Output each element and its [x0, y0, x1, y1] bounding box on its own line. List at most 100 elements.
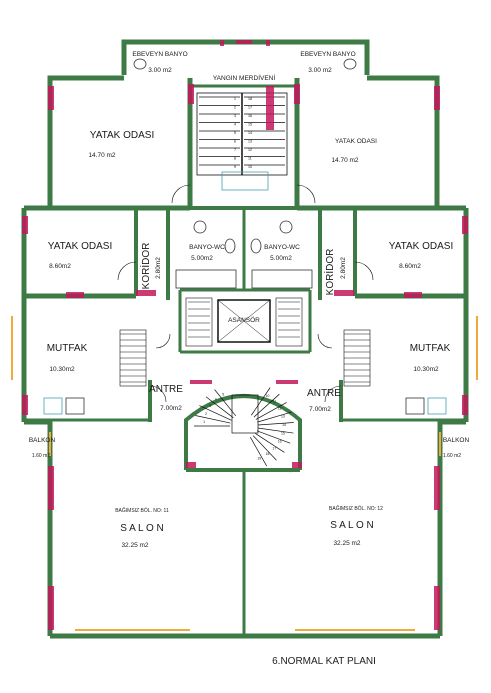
yatak-odasi-2-left-area: 8.60m2 — [49, 263, 71, 270]
wall-accent-block — [48, 86, 54, 110]
bathroom-fixtures — [43, 58, 447, 415]
yatak-odasi-2-right-area: 8.60m2 — [399, 263, 421, 270]
ebeveyn-banyo-left-area: 3.00 m2 — [148, 67, 172, 74]
toilet-icon — [250, 238, 262, 254]
stair-step-number: 4 — [234, 123, 236, 127]
stair-step-number: 9 — [234, 165, 236, 169]
wall-accent-block — [190, 380, 212, 384]
balkon-right-name: BALKON — [443, 437, 470, 444]
doors — [117, 184, 374, 403]
salon-left-area: 32.25 m2 — [121, 542, 148, 549]
stair-step-number: 17 — [248, 106, 252, 110]
wall-accent-block — [292, 462, 302, 468]
toilet-icon — [343, 58, 357, 70]
yatak-odasi-2-left-name: YATAK ODASI — [48, 241, 112, 252]
bathtub-icon — [251, 269, 313, 289]
ebeveyn-banyo-right-name: EBEVEYN BANYO — [300, 51, 355, 58]
ebeveyn-banyo-right-area: 3.00 m2 — [308, 67, 332, 74]
stove-icon — [427, 397, 447, 415]
stove-icon — [43, 397, 63, 415]
mutfak-right-area: 10.30m2 — [413, 366, 439, 373]
wall-accent-block — [66, 292, 84, 298]
stair-step-number: 8 — [234, 157, 236, 161]
unit-12-label: BAĞIMSIZ BÖL. NO: 12 — [329, 505, 383, 512]
sink-icon — [405, 397, 425, 415]
stair-step-number: 2 — [234, 106, 236, 110]
koridor-left-name: KORİDOR — [139, 243, 152, 290]
wall-accent-block — [334, 290, 354, 296]
banyo-wc-left-area: 5.00m2 — [191, 255, 213, 262]
wall-accent-block — [48, 586, 54, 630]
wall-accent-block — [48, 466, 54, 510]
wall-accent-block — [136, 290, 156, 296]
stair-step-number: 11 — [248, 157, 252, 161]
stair-step-number: 15 — [248, 123, 252, 127]
spiral-step-number: 15 — [281, 431, 285, 435]
wall-accent-block — [22, 216, 28, 234]
balkon-right-area: 1.60 m2 — [443, 453, 461, 459]
wall-accent-block — [188, 84, 194, 104]
elevator-label: ASANSÖR — [228, 316, 260, 324]
spiral-step-number: 4 — [215, 398, 217, 402]
mutfak-left-name: MUTFAK — [47, 343, 88, 354]
spiral-step-number: 14 — [282, 423, 286, 427]
koridor-right-area: 2.80m2 — [340, 257, 347, 279]
antre-left-name: ANTRE — [149, 384, 183, 395]
wall-accent-block — [186, 462, 196, 468]
yatak-odasi-1-left-area: 14.70 m2 — [88, 152, 115, 159]
koridor-right-name: KORİDOR — [323, 249, 336, 296]
wall-accent-block — [22, 395, 28, 415]
spiral-step-number: 1 — [203, 420, 205, 424]
salon-right-area: 32.25 m2 — [333, 540, 360, 547]
yatak-odasi-1-right-name: YATAK ODASI — [335, 138, 377, 145]
stair-step-number: 5 — [234, 131, 236, 135]
elevator — [185, 297, 303, 347]
wall-accent-block — [266, 40, 270, 46]
stair-step-number: 1 — [234, 97, 236, 101]
stair-step-number: 3 — [234, 114, 236, 118]
sink-icon — [65, 397, 85, 415]
mutfak-right-name: MUTFAK — [410, 343, 451, 354]
wall-accent-block — [434, 86, 440, 110]
stair-step-number: 12 — [248, 148, 252, 152]
spiral-step-number: 5 — [222, 392, 224, 396]
salon-left-name: S A L O N — [120, 523, 164, 534]
spiral-step-number: 12 — [278, 407, 282, 411]
wall-accent-block — [276, 380, 298, 384]
balkon-left-name: BALKON — [29, 437, 56, 444]
antre-right-area: 7.00m2 — [309, 406, 331, 413]
service-stairs — [119, 329, 371, 387]
spiral-step-number: 11 — [273, 400, 277, 404]
stair-step-number: 16 — [248, 114, 252, 118]
stair-step-number: 6 — [234, 140, 236, 144]
stair-step-number: 7 — [234, 148, 236, 152]
washbasin-icon — [279, 220, 293, 234]
balkon-left-area: 1.60 m2 — [32, 453, 50, 459]
bathtub-icon — [175, 269, 237, 289]
spiral-step-number: 19 — [257, 456, 261, 460]
salon-right-name: S A L O N — [330, 520, 374, 531]
mutfak-left-area: 10.30m2 — [49, 366, 75, 373]
wall-accent-block — [404, 292, 422, 298]
windows — [11, 316, 478, 631]
koridor-left-area: 2.80m2 — [155, 257, 162, 279]
banyo-wc-right-area: 5.00m2 — [270, 255, 292, 262]
plan-title: 6.NORMAL KAT PLANI — [272, 656, 376, 667]
antre-right-name: ANTRE — [307, 388, 341, 399]
yatak-odasi-1-left-name: YATAK ODASI — [90, 130, 154, 141]
wall-accent-block — [266, 86, 274, 130]
yatak-odasi-1-right-area: 14.70 m2 — [331, 157, 358, 164]
wall-accent-block — [220, 40, 224, 46]
spiral-step-number: 3 — [209, 404, 211, 408]
spiral-step-number: 17 — [272, 446, 276, 450]
wall-accent-block — [236, 40, 252, 44]
wall-accent-block — [462, 395, 468, 415]
antre-left-area: 7.00m2 — [160, 405, 182, 412]
wall-accent-block — [434, 466, 440, 510]
washbasin-icon — [193, 220, 207, 234]
toilet-icon — [133, 58, 147, 70]
fire-stair-label: YANGIN MERDİVENİ — [213, 73, 276, 82]
